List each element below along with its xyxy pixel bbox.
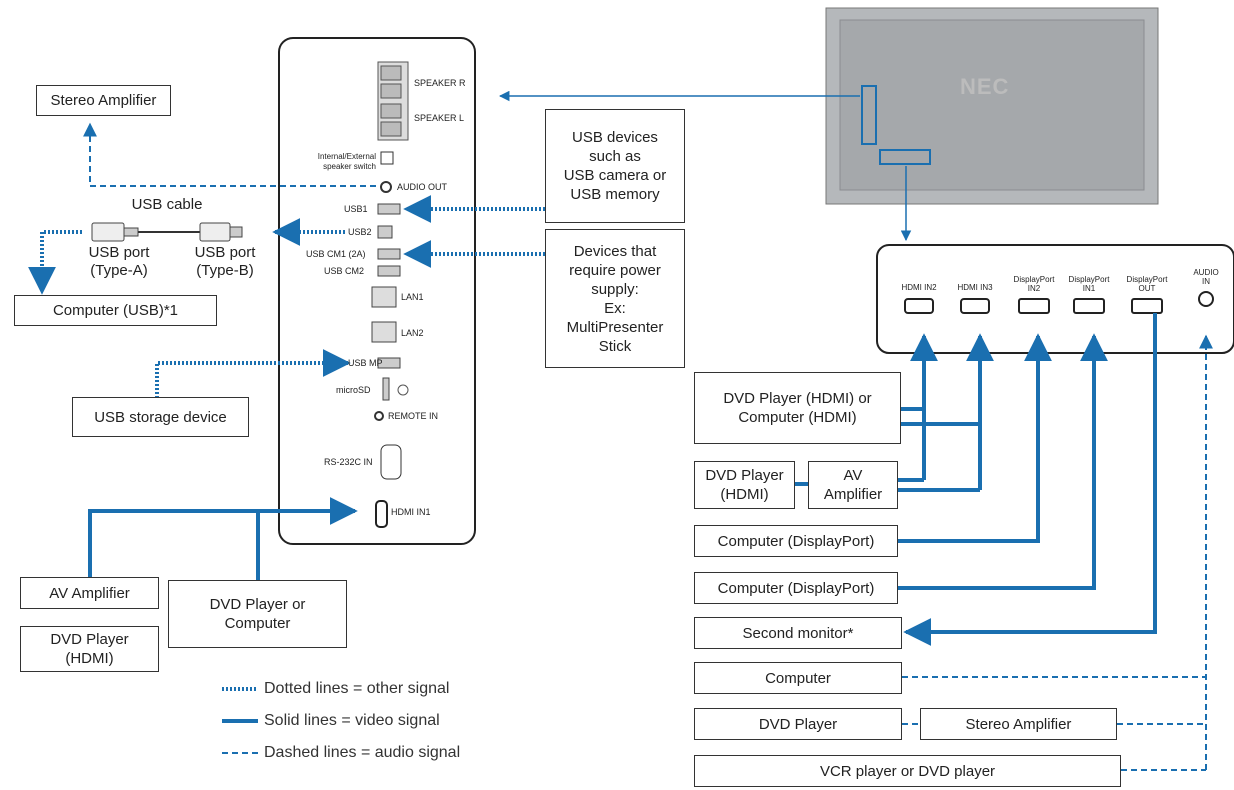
audio-out-label: AUDIO OUT bbox=[397, 182, 448, 192]
dvd-player-box-right: DVD Player bbox=[694, 708, 902, 740]
microsd-jack bbox=[397, 384, 409, 396]
usb-devices-box: USB devices such as USB camera or USB me… bbox=[545, 109, 685, 223]
dp-out-label: DisplayPort OUT bbox=[1126, 275, 1168, 293]
hdmi-in3-label: HDMI IN3 bbox=[957, 283, 993, 292]
speaker-r-label: SPEAKER R bbox=[414, 78, 466, 88]
dp-in1-label: DisplayPort IN1 bbox=[1068, 275, 1110, 293]
computer-displayport-box-2: Computer (DisplayPort) bbox=[694, 572, 898, 604]
rs232c-connector bbox=[380, 444, 402, 480]
stereo-amplifier-box-left: Stereo Amplifier bbox=[36, 85, 171, 116]
usb1-label: USB1 bbox=[344, 204, 368, 214]
monitor-logo: NEC bbox=[960, 74, 1010, 99]
usb-cm1-label: USB CM1 (2A) bbox=[306, 249, 366, 259]
microsd-slot bbox=[382, 377, 390, 401]
usb-mp-port bbox=[377, 357, 401, 369]
monitor-bottom-panel-highlight bbox=[879, 149, 931, 165]
computer-usb-box: Computer (USB)*1 bbox=[14, 295, 217, 326]
av-amplifier-box-left: AV Amplifier bbox=[20, 577, 159, 609]
lan1-label: LAN1 bbox=[401, 292, 424, 302]
speaker-switch-label: Internal/External speaker switch bbox=[317, 152, 376, 171]
remote-in-label: REMOTE IN bbox=[388, 411, 439, 421]
rs232c-label: RS-232C IN bbox=[324, 457, 373, 467]
legend-dotted: Dotted lines = other signal bbox=[264, 680, 450, 697]
remote-in-jack bbox=[374, 411, 384, 421]
terminal-ports bbox=[904, 291, 1214, 314]
monitor-side-panel-highlight bbox=[861, 85, 877, 145]
hdmi-in2-label: HDMI IN2 bbox=[901, 283, 937, 292]
usb2-label: USB2 bbox=[348, 227, 372, 237]
power-devices-box: Devices that require power supply: Ex: M… bbox=[545, 229, 685, 368]
computer-box-right: Computer bbox=[694, 662, 902, 694]
usb-cable-title: USB cable bbox=[131, 196, 203, 213]
microsd-label: microSD bbox=[336, 385, 371, 395]
usb-cm2-label: USB CM2 bbox=[324, 266, 365, 276]
usb-ports bbox=[377, 203, 401, 277]
stereo-amplifier-box-right: Stereo Amplifier bbox=[920, 708, 1117, 740]
usb-port-type-b-label: USB port (Type-B) bbox=[194, 244, 256, 279]
hdmi-in1-port bbox=[375, 500, 388, 528]
speaker-switch-icon bbox=[380, 151, 394, 165]
av-amplifier-box-right: AV Amplifier bbox=[808, 461, 898, 509]
hdmi-in1-label: HDMI IN1 bbox=[391, 507, 431, 517]
lan2-label: LAN2 bbox=[401, 328, 424, 338]
legend-solid: Solid lines = video signal bbox=[264, 712, 440, 729]
audio-out-jack bbox=[380, 181, 392, 193]
dvd-or-computer-hdmi-box: DVD Player (HDMI) or Computer (HDMI) bbox=[694, 372, 901, 444]
usb-storage-box: USB storage device bbox=[72, 397, 249, 437]
usb-cable-drawing bbox=[91, 222, 243, 242]
dvd-player-hdmi-box-right: DVD Player (HDMI) bbox=[694, 461, 795, 509]
second-monitor-box: Second monitor* bbox=[694, 617, 902, 649]
terminal-panel-outline bbox=[876, 244, 1234, 354]
audio-in-label: AUDIO IN bbox=[1193, 268, 1219, 286]
dvd-or-computer-box-left: DVD Player or Computer bbox=[168, 580, 347, 648]
computer-displayport-box-1: Computer (DisplayPort) bbox=[694, 525, 898, 557]
speaker-l-label: SPEAKER L bbox=[414, 113, 465, 123]
dp-in2-label: DisplayPort IN2 bbox=[1013, 275, 1055, 293]
usb-port-type-a-label: USB port (Type-A) bbox=[88, 244, 150, 279]
lan-ports bbox=[371, 286, 397, 343]
dvd-player-hdmi-box-left: DVD Player (HDMI) bbox=[20, 626, 159, 672]
vcr-dvd-box: VCR player or DVD player bbox=[694, 755, 1121, 787]
speaker-terminals bbox=[377, 61, 409, 141]
legend-dashed: Dashed lines = audio signal bbox=[264, 744, 461, 761]
usb-mp-label: USB MP bbox=[348, 358, 383, 368]
